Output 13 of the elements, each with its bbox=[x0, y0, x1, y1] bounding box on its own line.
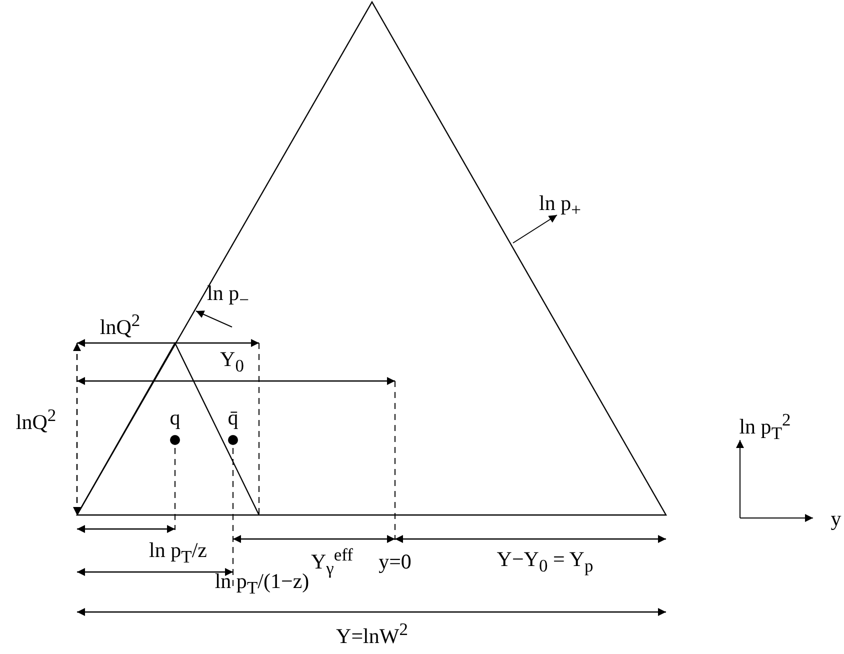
axis-label: ln p$_{−}$ bbox=[207, 283, 249, 309]
point-label: q bbox=[170, 408, 180, 428]
dimension-label: y=0 bbox=[378, 552, 412, 572]
point-label: q̄ bbox=[228, 408, 238, 428]
dimension-label: Y$_{0}$ bbox=[220, 349, 244, 375]
axis-label: y bbox=[830, 508, 842, 530]
dimension-label: ln p$_{T}$/(1−z) bbox=[214, 571, 310, 597]
dimension-label: lnQ$^{2}$ bbox=[16, 407, 56, 433]
axis-label: ln p$_{+}$ bbox=[539, 193, 581, 219]
dimension-label: ln p$_{T}$/z bbox=[149, 540, 207, 566]
dimension-label: Y−Y$_{0}$ = Y$_{p}$ bbox=[496, 549, 594, 575]
dimension-label: lnQ$^{2}$ bbox=[100, 312, 140, 338]
dimension-label: Y=lnW$^{2}$ bbox=[336, 621, 408, 647]
